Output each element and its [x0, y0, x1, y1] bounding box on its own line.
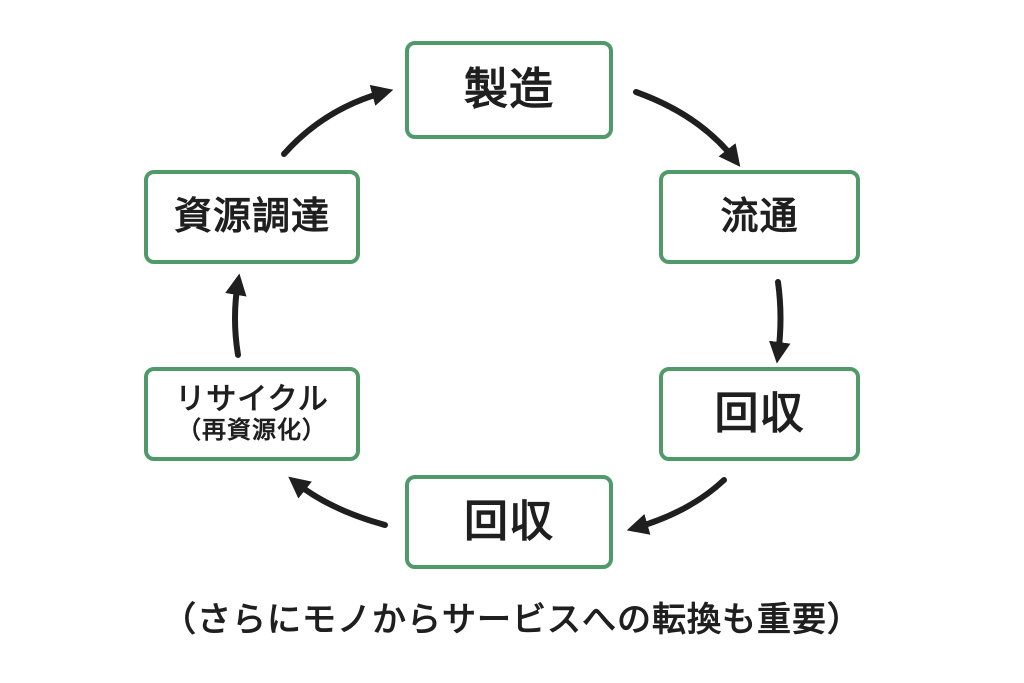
- arrow-recycle-to-sourcing: [225, 273, 247, 358]
- node-label: 回収: [714, 387, 805, 439]
- node-label: 資源調達: [173, 194, 330, 239]
- arrow-manufacturing-to-distribution: [633, 89, 741, 167]
- arrow-collection-to-collection: [626, 477, 727, 535]
- node-manufacturing: 製造: [405, 41, 613, 139]
- node-label: リサイクル: [175, 381, 329, 417]
- node-recycle: リサイクル （再資源化）: [144, 367, 360, 461]
- node-collection-right: 回収: [659, 367, 860, 461]
- node-label: 製造: [464, 63, 554, 115]
- footer-note: （さらにモノからサービスへの転換も重要）: [162, 600, 862, 640]
- arrow-collection-to-recycle: [288, 476, 388, 528]
- node-collection-bottom: 回収: [405, 475, 613, 569]
- arrow-sourcing-to-manufacturing: [281, 84, 394, 157]
- node-sourcing: 資源調達: [144, 170, 360, 264]
- node-sublabel: （再資源化）: [177, 416, 327, 445]
- node-label: 回収: [464, 495, 554, 547]
- node-label: 流通: [720, 194, 799, 239]
- node-distribution: 流通: [659, 170, 860, 264]
- arrow-distribution-to-collection: [769, 279, 791, 364]
